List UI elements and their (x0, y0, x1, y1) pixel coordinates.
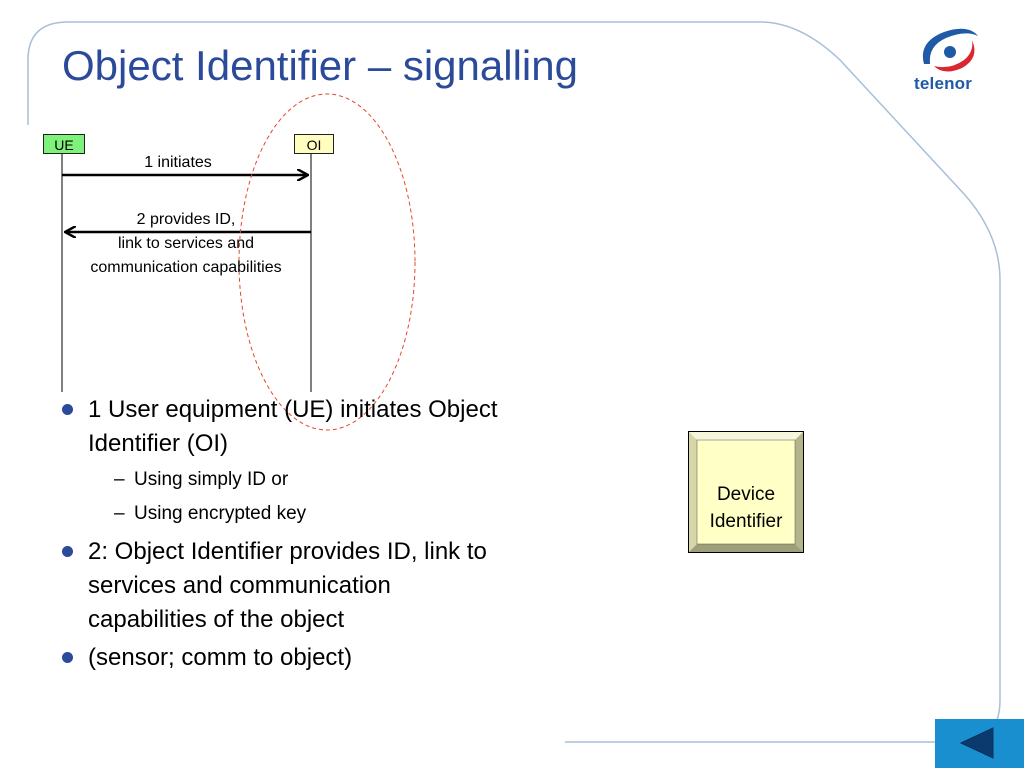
sub-bullet-text: Using simply ID or (134, 469, 289, 490)
dash-icon: – (114, 503, 125, 524)
triangle-left-icon (959, 727, 994, 759)
bullet-dot-icon (62, 546, 73, 557)
telenor-logo (922, 28, 978, 72)
bullet-dot-icon (62, 652, 73, 663)
device-label-line: Device (716, 484, 776, 505)
sub-bullet-item: – Using simply ID or (88, 463, 502, 497)
dash-icon: – (114, 469, 125, 490)
bullet-item: 1 User equipment (UE) initiates Object I… (62, 393, 502, 531)
oi-highlight-ellipse (238, 93, 416, 431)
entity-oi: OI (294, 134, 334, 154)
logo-wordmark: telenor (914, 74, 973, 93)
bullet-dot-icon (62, 404, 73, 415)
message-2-label-line: 2 provides ID, (136, 211, 236, 228)
device-identifier-box (688, 431, 804, 553)
message-2-label-line: communication capabilities (90, 259, 282, 276)
bullet-item: 2: Object Identifier provides ID, link t… (62, 535, 502, 637)
sub-bullet-item: – Using encrypted key (88, 497, 502, 531)
message-1-label: 1 initiates (144, 154, 212, 171)
sub-bullet-list: – Using simply ID or – Using encrypted k… (88, 463, 502, 531)
bullet-text: 2: Object Identifier provides ID, link t… (88, 538, 487, 633)
bullet-list: 1 User equipment (UE) initiates Object I… (62, 393, 502, 679)
slide-title: Object Identifier – signalling (62, 42, 578, 89)
bullet-text: (sensor; comm to object) (88, 644, 353, 671)
device-label-line: Identifier (709, 511, 783, 532)
message-2-label-line: link to services and (117, 235, 255, 252)
device-identifier-label: Device Identifier (700, 481, 792, 535)
previous-slide-button[interactable] (935, 719, 1024, 768)
sub-bullet-text: Using encrypted key (134, 503, 307, 524)
entity-ue: UE (43, 134, 85, 154)
bullet-text: 1 User equipment (UE) initiates Object I… (88, 396, 498, 457)
bullet-item: (sensor; comm to object) (62, 641, 502, 675)
